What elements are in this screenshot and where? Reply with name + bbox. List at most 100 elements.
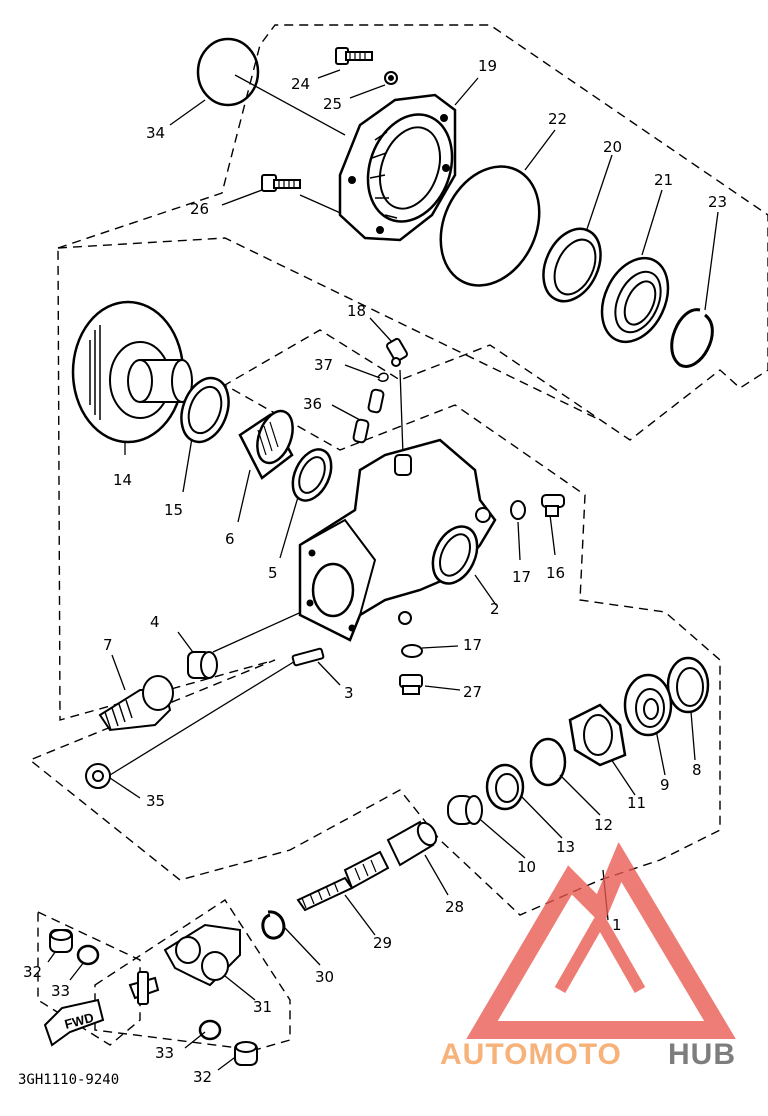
needle-bearing-6-icon <box>238 409 294 480</box>
leader-5 <box>279 496 299 559</box>
callout-25: 25 <box>323 95 342 113</box>
callout-24: 24 <box>291 75 310 93</box>
collar-10-icon <box>447 795 483 825</box>
callout-4: 4 <box>150 613 160 631</box>
watermark-text-part2: HUB <box>668 1038 736 1071</box>
leader-6 <box>237 469 251 523</box>
bearing-21-icon <box>600 256 670 344</box>
callout-20: 20 <box>603 138 622 156</box>
clip-37-icon <box>377 372 389 382</box>
leader-24 <box>317 69 341 79</box>
callout-1: 1 <box>612 916 622 934</box>
bearing-cap-32b-icon <box>234 1041 258 1066</box>
callout-34: 34 <box>146 124 165 142</box>
gasket-17a-icon <box>510 500 526 520</box>
leader-18 <box>369 317 393 343</box>
leader-18b <box>399 369 404 456</box>
universal-joint-boundary <box>94 899 291 1051</box>
leader-16 <box>549 514 556 556</box>
leader-3 <box>317 661 341 686</box>
leader-36 <box>331 404 361 421</box>
callout-22: 22 <box>548 110 567 128</box>
leader-34 <box>234 74 346 136</box>
circlip-23-icon <box>670 308 714 368</box>
callout-33b: 33 <box>155 1044 174 1062</box>
leader-35 <box>109 777 141 799</box>
circlip-33b-icon <box>198 1019 222 1041</box>
universal-joint-cross-icon <box>128 971 160 1005</box>
o-ring-22-icon <box>439 165 541 287</box>
leader-17a <box>517 521 521 561</box>
callout-31: 31 <box>253 998 272 1016</box>
diagram-code: 3GH1110-9240 <box>18 1072 119 1088</box>
filler-bolt-16-icon <box>541 494 565 517</box>
o-ring-12-icon <box>529 737 567 787</box>
callout-12: 12 <box>594 816 613 834</box>
callout-28: 28 <box>445 898 464 916</box>
callout-16: 16 <box>546 564 565 582</box>
callout-17a: 17 <box>512 568 531 586</box>
assembly-boundaries <box>28 24 768 1051</box>
leader-4 <box>177 631 196 656</box>
callout-35: 35 <box>146 792 165 810</box>
leader-26 <box>221 189 263 206</box>
leader-34b <box>169 99 206 126</box>
bearing-housing-19-icon <box>338 93 457 242</box>
stud-3-icon <box>291 647 325 667</box>
washer-25-hole-icon <box>388 75 394 81</box>
bolt-24-icon <box>335 47 373 65</box>
pinion-gear-7-icon <box>98 675 174 732</box>
leader-26b <box>299 194 346 216</box>
final-gear-case-2-icon <box>298 438 497 642</box>
callout-6: 6 <box>225 530 235 548</box>
bearing-cap-32a-icon <box>49 929 73 953</box>
leader-7 <box>111 654 126 691</box>
leader-27 <box>424 685 461 691</box>
callout-32a: 32 <box>23 963 42 981</box>
callout-23: 23 <box>708 193 727 211</box>
callout-32b: 32 <box>193 1068 212 1086</box>
callout-9: 9 <box>660 776 670 794</box>
parts-drawings <box>43 37 714 1066</box>
leader-lines <box>47 69 719 1071</box>
pin-36b-icon <box>352 418 370 444</box>
breather-fitting-18-icon <box>386 337 408 367</box>
circlip-30-icon <box>261 910 286 940</box>
leader-22 <box>524 129 556 171</box>
callout-numbers: 1 2 3 4 5 6 7 8 9 10 11 12 13 14 15 16 1… <box>23 57 727 1086</box>
callout-3: 3 <box>344 684 354 702</box>
callout-29: 29 <box>373 934 392 952</box>
leader-15 <box>182 431 194 493</box>
leader-30 <box>284 927 321 966</box>
leader-31 <box>219 971 256 1001</box>
leader-17b <box>421 645 459 649</box>
shim-8-icon <box>666 656 710 714</box>
callout-27: 27 <box>463 683 482 701</box>
callout-2: 2 <box>490 600 500 618</box>
callout-5: 5 <box>268 564 278 582</box>
forward-arrow-icon <box>43 998 105 1047</box>
watermark-logo-inner <box>554 907 646 993</box>
callout-8: 8 <box>692 761 702 779</box>
leader-20 <box>584 154 613 236</box>
callout-7: 7 <box>103 636 113 654</box>
leader-21 <box>641 189 663 256</box>
callout-19: 19 <box>478 57 497 75</box>
circlip-33a-icon <box>76 944 100 966</box>
pin-36a-icon <box>367 388 385 414</box>
callout-15: 15 <box>164 501 183 519</box>
oil-seal-13-icon <box>485 763 525 811</box>
callout-18: 18 <box>347 302 366 320</box>
oil-seal-5-inner-icon <box>298 456 326 494</box>
leader-28 <box>424 854 449 896</box>
bushing-4-icon <box>187 651 218 679</box>
leader-33a <box>69 961 85 981</box>
housing-group-boundary <box>28 24 768 916</box>
ring-gear-14-icon <box>71 300 193 444</box>
shim-20-icon <box>542 227 602 303</box>
watermark-text-part1: AUTOMOTO <box>440 1038 622 1071</box>
coupling-sleeve-28-icon <box>386 820 438 867</box>
o-ring-34-icon <box>196 37 260 107</box>
callout-10: 10 <box>517 858 536 876</box>
